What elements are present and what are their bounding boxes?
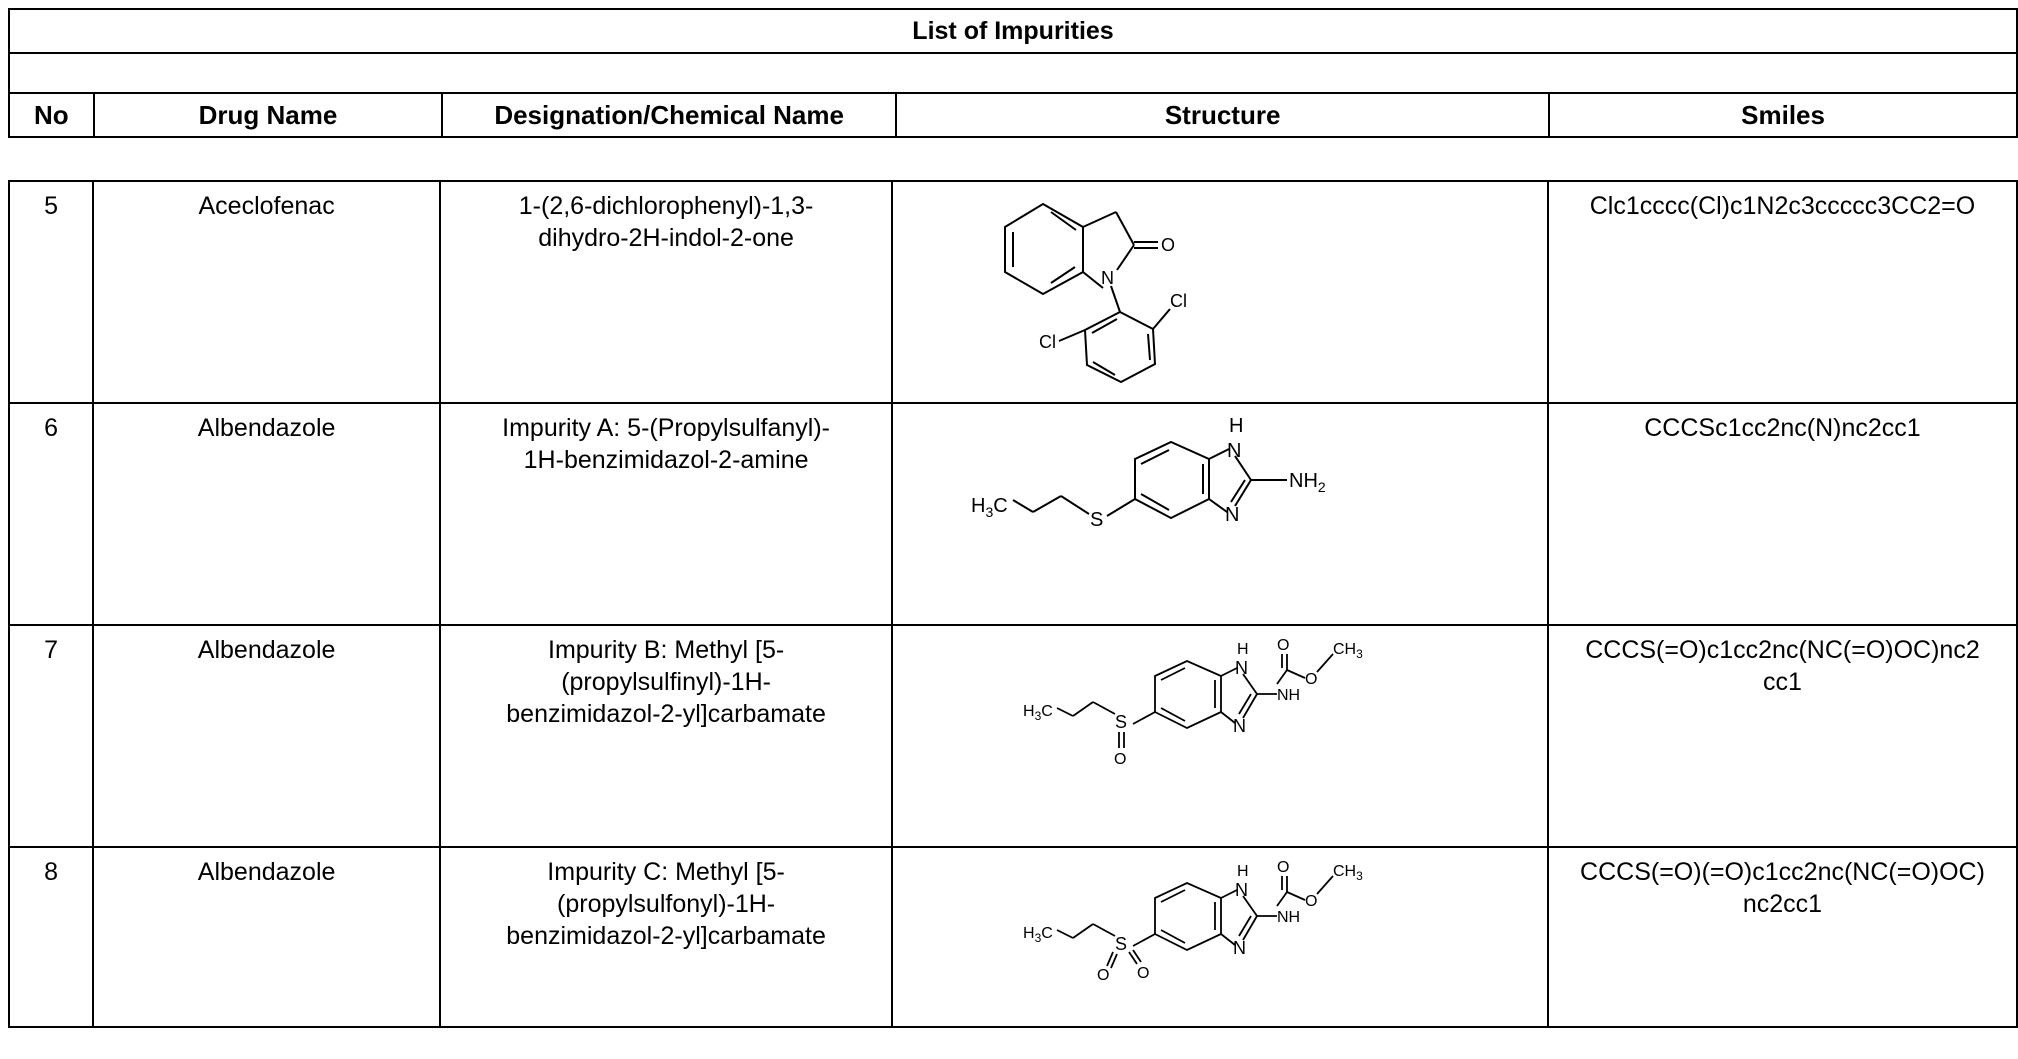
atom-n: N — [1101, 268, 1114, 288]
row-smiles: CCCS(=O)c1cc2nc(NC(=O)OC)nc2 cc1 — [1546, 624, 2018, 848]
atom-nh: NH — [1277, 909, 1300, 926]
row-drug-name: Aceclofenac — [92, 180, 442, 404]
atom-cl: Cl — [1039, 332, 1056, 352]
row-structure: H N N NH2 H3C S — [891, 402, 1549, 626]
atom-h3c: H3C — [1023, 925, 1053, 945]
atom-o: O — [1137, 965, 1149, 982]
table-row: 7 Albendazole Impurity B: Methyl [5- (pr… — [7, 624, 2018, 848]
row-drug-name: Albendazole — [92, 624, 442, 848]
atom-s: S — [1115, 934, 1127, 954]
atom-nh2: NH2 — [1289, 470, 1326, 495]
row-smiles: Clc1cccc(Cl)c1N2c3ccccc3CC2=O — [1546, 180, 2018, 404]
header-table: List of Impurities No Drug Name Designat… — [8, 8, 2018, 138]
row-structure: H N N NH O O CH3 H3C S O O — [891, 846, 1549, 1028]
row-smiles: CCCS(=O)(=O)c1cc2nc(NC(=O)OC) nc2cc1 — [1546, 846, 2018, 1028]
table-row: 6 Albendazole Impurity A: 5-(Propylsulfa… — [7, 402, 2018, 626]
row-structure: H N N NH O O CH3 H3C S O — [891, 624, 1549, 848]
header-drug-name: Drug Name — [92, 92, 444, 138]
atom-o: O — [1277, 859, 1289, 876]
atom-h: H — [1237, 863, 1249, 880]
row-chemical-name: Impurity B: Methyl [5- (propylsulfinyl)-… — [439, 624, 893, 848]
atom-ch3: H3C — [971, 495, 1008, 520]
row-drug-name: Albendazole — [92, 402, 442, 626]
header-smiles: Smiles — [1548, 92, 2018, 138]
atom-s: S — [1090, 509, 1103, 531]
row-no: 7 — [7, 624, 95, 848]
atom-n: N — [1235, 658, 1248, 678]
row-chemical-name: Impurity C: Methyl [5- (propylsulfonyl)-… — [439, 846, 893, 1028]
row-chemical-name: Impurity A: 5-(Propylsulfanyl)- 1H-benzi… — [439, 402, 893, 626]
header-structure: Structure — [895, 92, 1551, 138]
header-row: No Drug Name Designation/Chemical Name S… — [8, 92, 2018, 138]
row-no: 5 — [7, 180, 95, 404]
atom-h: H — [1237, 641, 1249, 658]
row-drug-name: Albendazole — [92, 846, 442, 1028]
atom-h3c: H3C — [1023, 703, 1053, 723]
atom-n: N — [1233, 938, 1246, 958]
atom-o: O — [1305, 893, 1317, 910]
structure-image: H N N NH O O CH3 H3C S O O — [1023, 859, 1363, 984]
atom-o: O — [1097, 967, 1109, 984]
structure-image: H N N NH2 H3C S — [971, 415, 1326, 531]
atom-nh: NH — [1277, 687, 1300, 704]
atom-n: N — [1225, 504, 1239, 526]
table-row: 8 Albendazole Impurity C: Methyl [5- (pr… — [7, 846, 2018, 1028]
structure-image: H N N NH O O CH3 H3C S O — [1023, 637, 1363, 768]
impurities-table: 5 Aceclofenac 1-(2,6-dichlorophenyl)-1,3… — [7, 180, 2018, 1028]
atom-o: O — [1161, 235, 1175, 255]
table-row: 5 Aceclofenac 1-(2,6-dichlorophenyl)-1,3… — [7, 180, 2018, 404]
atom-n: N — [1235, 880, 1248, 900]
header-no: No — [8, 92, 95, 138]
atom-o: O — [1277, 637, 1289, 654]
atom-n: N — [1233, 716, 1246, 736]
atom-cl: Cl — [1170, 291, 1187, 311]
row-structure: O N Cl Cl — [891, 180, 1549, 404]
blank-row — [8, 52, 2018, 94]
row-smiles: CCCSc1cc2nc(N)nc2cc1 — [1546, 402, 2018, 626]
header-designation: Designation/Chemical Name — [441, 92, 898, 138]
row-chemical-name: 1-(2,6-dichlorophenyl)-1,3- dihydro-2H-i… — [439, 180, 893, 404]
document-title: List of Impurities — [8, 8, 2018, 54]
atom-s: S — [1115, 712, 1127, 732]
atom-n: N — [1227, 440, 1241, 462]
structure-image: O N Cl Cl — [1004, 202, 1187, 384]
atom-o: O — [1114, 751, 1126, 768]
atom-h: H — [1229, 415, 1243, 437]
atom-o: O — [1305, 671, 1317, 688]
atom-ch3: CH3 — [1333, 863, 1363, 883]
row-no: 6 — [7, 402, 95, 626]
row-no: 8 — [7, 846, 95, 1028]
atom-ch3: CH3 — [1333, 641, 1363, 661]
